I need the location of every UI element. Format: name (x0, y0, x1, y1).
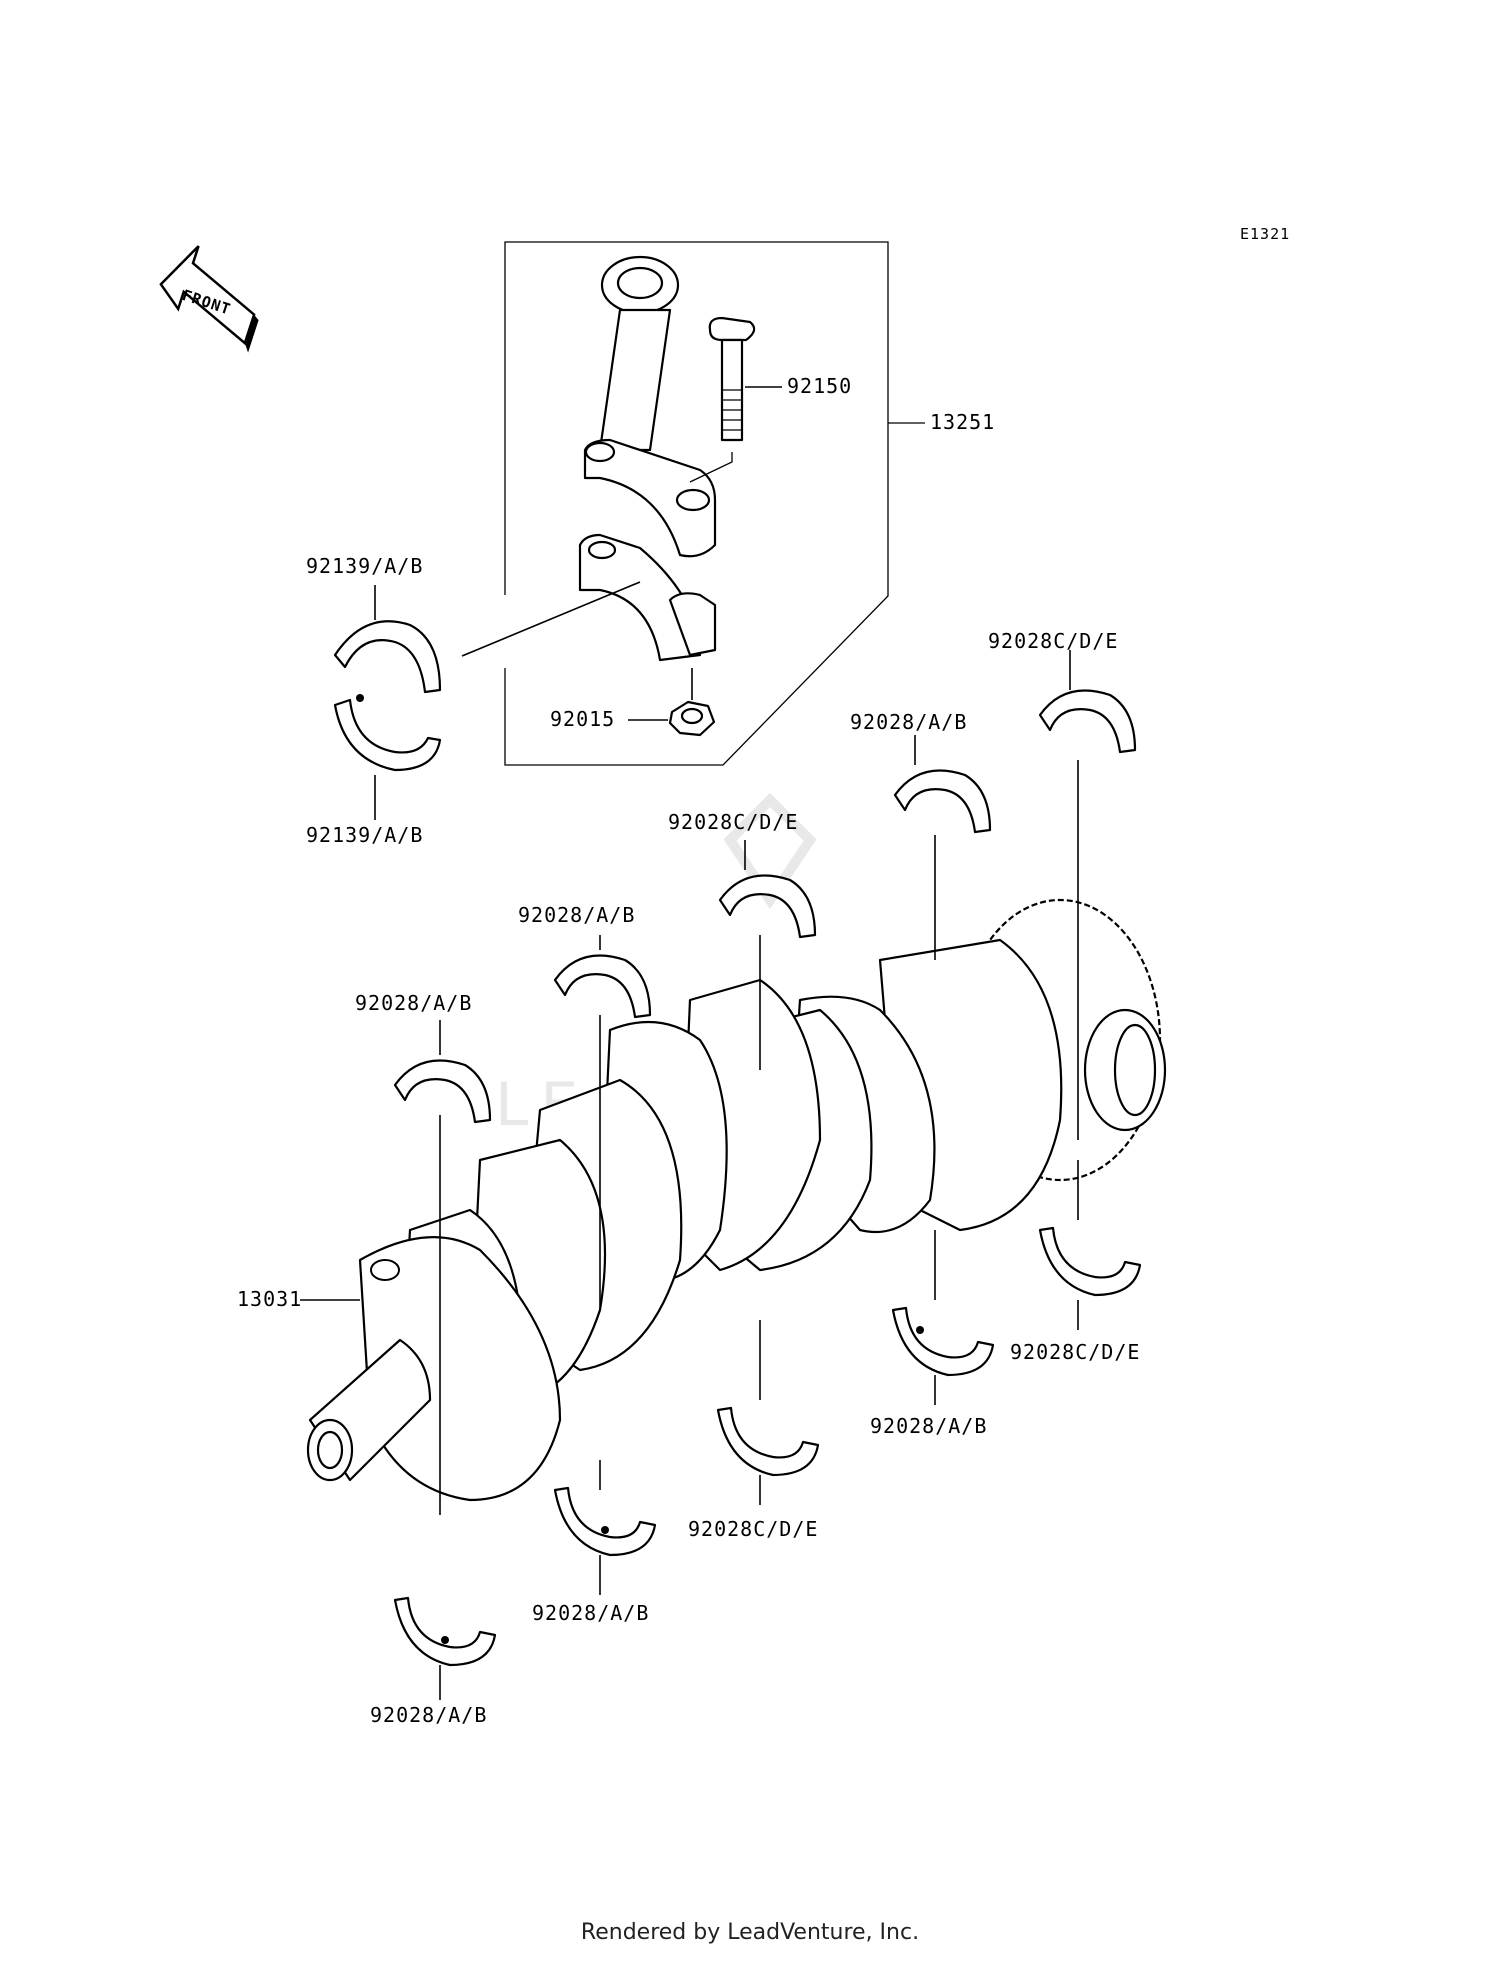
label-main-upper-5: 92028C/D/E (988, 629, 1118, 653)
rod-bearing-upper (333, 620, 442, 694)
rod-nut (668, 700, 716, 737)
label-13031: 13031 (237, 1287, 302, 1311)
front-arrow-icon: FRONT (159, 245, 259, 353)
label-92139-upper: 92139/A/B (306, 554, 423, 578)
label-main-lower-2: 92028/A/B (532, 1601, 649, 1625)
label-92150: 92150 (787, 374, 852, 398)
main-bearing-upper-2 (553, 954, 652, 1019)
crankshaft (306, 898, 1167, 1502)
rod-bolt (708, 316, 756, 442)
label-92015: 92015 (550, 707, 615, 731)
main-bearing-upper-5 (1038, 689, 1137, 754)
label-main-upper-4: 92028/A/B (850, 710, 967, 734)
main-bearing-lower-4 (891, 1306, 995, 1377)
label-92139-lower: 92139/A/B (306, 823, 423, 847)
main-bearing-lower-5 (1038, 1226, 1142, 1297)
label-main-lower-4: 92028/A/B (870, 1414, 987, 1438)
footer-credit: Rendered by LeadVenture, Inc. (580, 1920, 920, 1945)
label-main-upper-3: 92028C/D/E (668, 810, 798, 834)
main-bearing-upper-1 (393, 1059, 492, 1124)
label-13251: 13251 (930, 410, 995, 434)
rod-bearing-lower (333, 694, 442, 772)
main-bearing-lower-1 (393, 1596, 497, 1667)
diagram-id: E1321 (1240, 225, 1290, 243)
connecting-rod (578, 255, 717, 662)
label-main-lower-5: 92028C/D/E (1010, 1340, 1140, 1364)
label-main-lower-3: 92028C/D/E (688, 1517, 818, 1541)
main-bearing-lower-2 (553, 1486, 657, 1557)
label-main-upper-2: 92028/A/B (518, 903, 635, 927)
label-main-upper-1: 92028/A/B (355, 991, 472, 1015)
main-bearing-upper-3 (718, 874, 817, 939)
main-bearing-lower-3 (716, 1406, 820, 1477)
connecting-rod-assembly-box (504, 241, 889, 766)
main-bearing-upper-4 (893, 769, 992, 834)
label-main-lower-1: 92028/A/B (370, 1703, 487, 1727)
